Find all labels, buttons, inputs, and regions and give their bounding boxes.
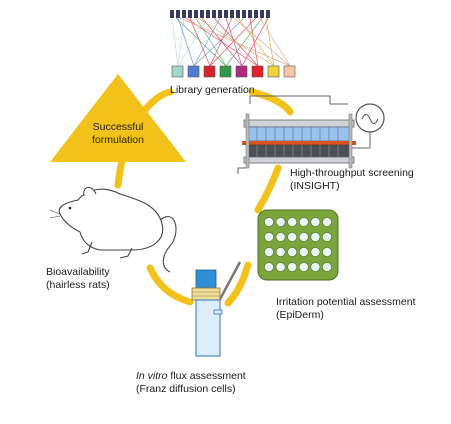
rat-eye [68,206,72,210]
epiderm-well [310,247,321,257]
epiderm-well [298,262,309,272]
flux-label: In vitro flux assessment (Franz diffusio… [136,370,246,396]
epiderm-plate-icon [257,209,339,281]
screening-top-well-strip [247,126,351,142]
irritation-label: Irritation potential assessment (EpiDerm… [276,296,415,322]
franz-cell-icon [191,261,242,357]
epiderm-well [264,217,274,227]
cycle-arc-right [254,164,282,214]
epiderm-plate [257,209,339,281]
screening-wire-top [249,95,348,105]
cycle-arc-lower-right [224,261,252,307]
epiderm-wells [264,217,332,272]
triangle-label-line2: formulation [92,134,144,146]
flux-label-line1: In vitro flux assessment [136,370,246,383]
bioavailability-label: Bioavailability (hairless rats) [46,266,110,292]
library-square [235,65,248,78]
epiderm-well [287,217,298,227]
screening-top-bar [243,119,355,128]
hts-label-line1: High-throughput screening [290,167,414,179]
rat-whiskers [49,209,61,219]
epiderm-well [275,247,286,257]
flux-label-rest: flux assessment [167,370,246,382]
flux-label-line2: (Franz diffusion cells) [136,383,236,395]
epiderm-well [298,217,309,227]
epiderm-well [287,232,298,242]
rat-tail [157,216,177,273]
library-square [283,65,296,78]
rat-front-leg [81,241,93,255]
bioavailability-label-line2: (hairless rats) [46,279,110,291]
screening-membrane [242,141,356,145]
epiderm-well [298,247,309,257]
library-squares [171,65,296,78]
epiderm-well [322,247,332,257]
epiderm-well [264,232,274,242]
flux-label-italic: In vitro [136,370,168,382]
rat-body [58,188,164,251]
library-square [219,65,232,78]
library-square [187,65,200,78]
cycle-arc-upper-right [248,88,294,116]
epiderm-well [322,262,332,272]
hts-label-line2: (INSIGHT) [290,180,340,192]
screening-bottom-bar [243,156,355,164]
franz-donor-chamber [195,269,217,289]
epiderm-well [310,232,321,242]
library-square [267,65,280,78]
epiderm-well [310,217,321,227]
epiderm-well [275,217,286,227]
rat-icon [49,186,177,273]
epiderm-well [275,262,286,272]
library-top-nodes [170,10,270,18]
library-generation-label: Library generation [170,84,255,96]
library-square [171,65,184,78]
library-network-icon [170,10,296,78]
rat-hind-leg [119,247,133,259]
epiderm-well [264,247,274,257]
triangle-label-line1: Successful [92,121,144,133]
success-triangle [50,74,186,162]
cycle-arc-lower-left [146,264,194,306]
screening-bottom-well-strip [247,144,351,158]
epiderm-well [298,232,309,242]
franz-cap [191,287,221,301]
library-square [251,65,264,78]
epiderm-well [322,217,332,227]
library-connection-lines [171,17,291,67]
hts-label: High-throughput screening (INSIGHT) [290,167,414,193]
rat-ear [83,186,97,197]
epiderm-well [287,262,298,272]
epiderm-well [264,262,274,272]
franz-sampling-arm [213,309,223,315]
irritation-label-line1: Irritation potential assessment [276,296,416,308]
irritation-label-line2: (EpiDerm) [276,309,324,321]
triangle-label: Successful formulation [78,121,158,147]
epiderm-well [275,232,286,242]
epiderm-well [310,262,321,272]
library-square [203,65,216,78]
bioavailability-label-line1: Bioavailability [46,266,110,278]
epiderm-well [287,247,298,257]
screening-device-icon [237,95,385,174]
epiderm-well [322,232,332,242]
screening-wire-bottom [237,167,246,174]
franz-receptor-chamber [195,299,221,357]
